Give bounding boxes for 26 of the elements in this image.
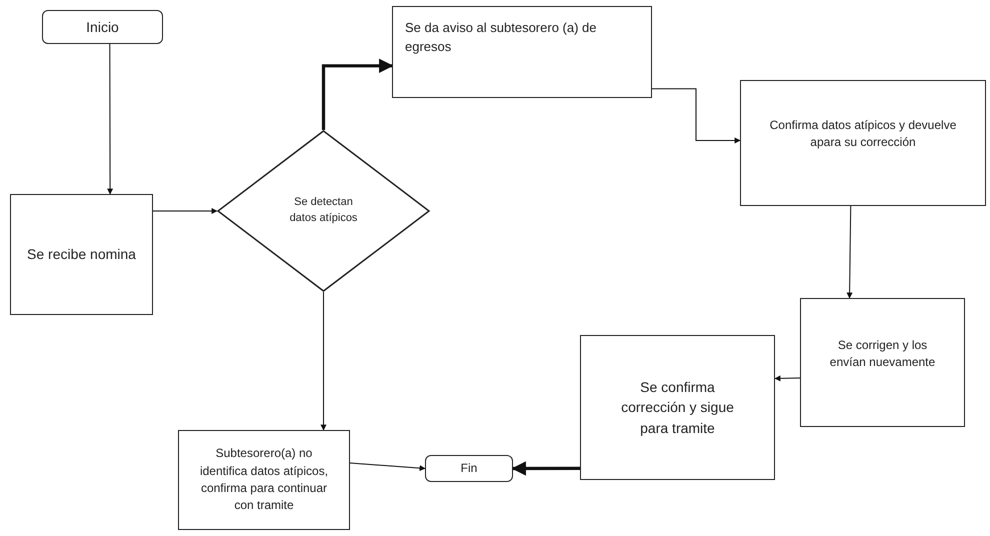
process-box <box>178 430 350 530</box>
arrow <box>652 88 741 144</box>
arrow <box>152 208 218 214</box>
arrow <box>846 206 853 299</box>
terminator-box <box>425 455 513 482</box>
arrow <box>350 462 426 472</box>
process-box <box>10 194 153 315</box>
arrow <box>774 375 800 382</box>
node-text: Inicio <box>86 18 119 37</box>
process-box <box>800 298 965 427</box>
terminator-box <box>42 10 163 44</box>
arrow <box>322 58 394 130</box>
node-text: Se confirma corrección y sigue para tramite <box>620 378 735 438</box>
node-text: Subtesorero(a) no identifica datos atípicos, confirma para continuar con tramite <box>198 445 330 514</box>
node-text: Se da aviso al subtesorero (a) de egresos <box>405 19 598 56</box>
node-text: Se detectan datos atípicos <box>288 195 358 226</box>
node-text: Se recibe nomina <box>27 245 136 264</box>
process-box <box>392 6 652 98</box>
node-text: Fin <box>460 460 478 477</box>
arrow <box>107 44 114 195</box>
process-box <box>580 335 775 480</box>
node-text: Confirma datos atípicos y devuelve apara su corrección <box>768 117 958 152</box>
arrow <box>320 292 326 431</box>
node-text: Se corrigen y los envían nuevamente <box>828 337 936 372</box>
process-box <box>740 80 986 206</box>
arrow <box>512 461 580 476</box>
